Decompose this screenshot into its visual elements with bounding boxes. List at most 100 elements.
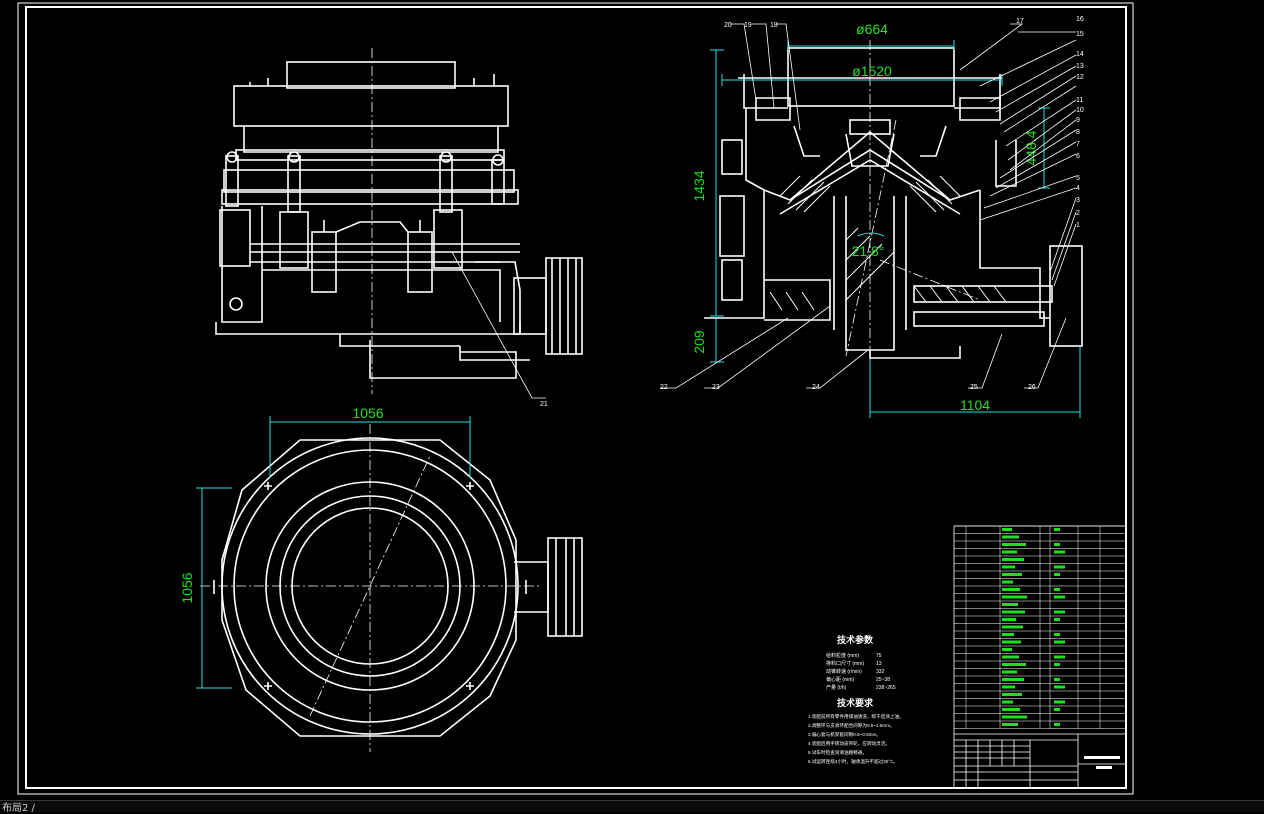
dim-angle: 21.8°	[852, 243, 885, 259]
parts-list-entry	[1002, 648, 1012, 651]
parts-list-entry	[1002, 580, 1013, 584]
dim-height-total: 1434	[691, 170, 707, 201]
parts-list-entry	[1054, 565, 1065, 569]
plan-view-centerlines	[200, 424, 540, 752]
requirement-line: 5.试车时检查润滑油路畅通。	[808, 749, 867, 756]
parts-list-entry	[1054, 588, 1060, 591]
parts-list-entry	[1054, 550, 1065, 554]
balloon-22: 22	[660, 384, 668, 391]
parts-list-entry	[1054, 610, 1065, 614]
parts-list-entry	[1002, 663, 1026, 666]
param-value: 25~38	[876, 677, 890, 683]
balloon-12: 12	[1076, 74, 1084, 81]
balloon-2: 2	[1076, 210, 1080, 217]
part-leaders	[660, 23, 1077, 389]
sheet-border	[17, 2, 1134, 795]
parts-list-entry	[1054, 678, 1060, 681]
balloon-23: 23	[712, 384, 720, 391]
balloon-11: 11	[1076, 97, 1083, 104]
parts-list-entry	[1054, 708, 1060, 711]
dim-plan-height: 1056	[179, 572, 195, 603]
param-name: 产量 (t/h)	[826, 684, 847, 691]
balloon-16: 16	[1076, 16, 1084, 23]
parts-list-entry	[1002, 633, 1014, 636]
balloon-3: 3	[1076, 197, 1080, 204]
balloon-14: 14	[1076, 51, 1084, 58]
front-view	[215, 61, 583, 379]
parts-list-entry	[1002, 715, 1027, 719]
section-view	[704, 47, 1083, 359]
parts-list-entry	[1054, 573, 1060, 576]
parts-list-entry	[1054, 528, 1060, 531]
parts-list-entry	[1002, 550, 1017, 554]
parts-list-entry	[1002, 723, 1018, 726]
parts-list-entry	[1054, 655, 1065, 659]
balloon-13: 13	[1076, 63, 1084, 70]
parts-list-entry	[1002, 543, 1026, 546]
parts-list-entry	[1002, 595, 1027, 599]
parts-list-entry	[1002, 700, 1013, 704]
parts-list-entry	[1002, 678, 1024, 681]
requirement-line: 3.偏心套与机架套间隙0.6~0.8mm。	[808, 731, 881, 738]
dim-plan-width: 1056	[352, 405, 383, 421]
param-value: 332	[876, 669, 885, 675]
section-view-centerline	[845, 40, 981, 372]
balloon-7: 7	[1076, 141, 1080, 148]
balloon-21: 21	[540, 401, 548, 408]
parts-list-entry	[1002, 655, 1019, 659]
parts-list-entry	[1002, 640, 1021, 644]
part-label-texts: 20 19 18 17 16 15 14 13 12 11 10 9 8 7 6…	[540, 16, 1084, 408]
dim-height-base: 209	[691, 330, 707, 354]
title-block-fill	[1084, 756, 1120, 769]
balloon-5: 5	[1076, 175, 1080, 182]
params-title: 技术参数	[837, 634, 874, 645]
balloon-1: 1	[1076, 222, 1080, 229]
parts-list-entry	[1054, 543, 1060, 546]
dimension-texts: ø664 ø1520 1434 209 448.4 21.8° 1104 105…	[179, 21, 1039, 604]
parts-list-entry	[1002, 558, 1024, 561]
parts-list-entry	[1054, 663, 1060, 666]
title-block	[954, 733, 1126, 788]
dimension-lines	[196, 40, 1081, 689]
param-value: 75	[876, 653, 882, 659]
dim-height-right: 448.4	[1023, 130, 1039, 165]
parts-list-entry	[1002, 565, 1015, 569]
parts-list-entry	[1054, 633, 1060, 636]
balloon-6: 6	[1076, 153, 1080, 160]
param-name: 给料粒度 (mm)	[826, 652, 859, 659]
balloon-24: 24	[812, 384, 820, 391]
parts-list-entry	[1002, 528, 1012, 531]
balloon-4: 4	[1076, 185, 1080, 192]
balloon-17: 17	[1016, 18, 1024, 25]
parts-list-entry	[1002, 670, 1017, 674]
parts-list-entry	[1002, 618, 1016, 621]
balloon-8: 8	[1076, 129, 1080, 136]
front-view-leader	[451, 251, 546, 399]
section-view-hatching	[769, 175, 1007, 311]
parts-list-entry	[1002, 588, 1020, 591]
balloon-9: 9	[1076, 117, 1080, 124]
parts-list-entry	[1002, 685, 1015, 689]
param-value: 238~265	[876, 685, 896, 691]
parts-list-entry	[1002, 603, 1018, 606]
parts-list-entry	[1002, 573, 1022, 576]
balloon-20: 20	[724, 22, 732, 29]
param-name: 动锥转速 (r/min)	[826, 668, 862, 675]
parts-list-entry	[1054, 640, 1065, 644]
layout-tab[interactable]: 布局2 /	[2, 803, 35, 814]
balloon-25: 25	[970, 384, 978, 391]
parts-list-entry	[1054, 595, 1065, 599]
param-name: 偏心距 (mm)	[826, 676, 854, 683]
requirement-line: 4.装配后用手转动皮带轮，应转动灵活。	[808, 740, 890, 747]
parts-list-entry	[1054, 685, 1065, 689]
technical-notes: 技术参数 给料粒度 (mm) 75 排料口尺寸 (mm) 13 动锥转速 (r/…	[808, 634, 904, 765]
parts-list-entry	[1002, 693, 1022, 696]
balloon-19: 19	[744, 22, 752, 29]
dim-d-upper: ø664	[856, 21, 888, 37]
parts-list-entry	[1002, 708, 1020, 711]
layout-tab-bar: 布局2 /	[0, 800, 1264, 814]
parts-list-entry	[1002, 610, 1025, 614]
dim-d-lower: ø1520	[852, 63, 892, 79]
